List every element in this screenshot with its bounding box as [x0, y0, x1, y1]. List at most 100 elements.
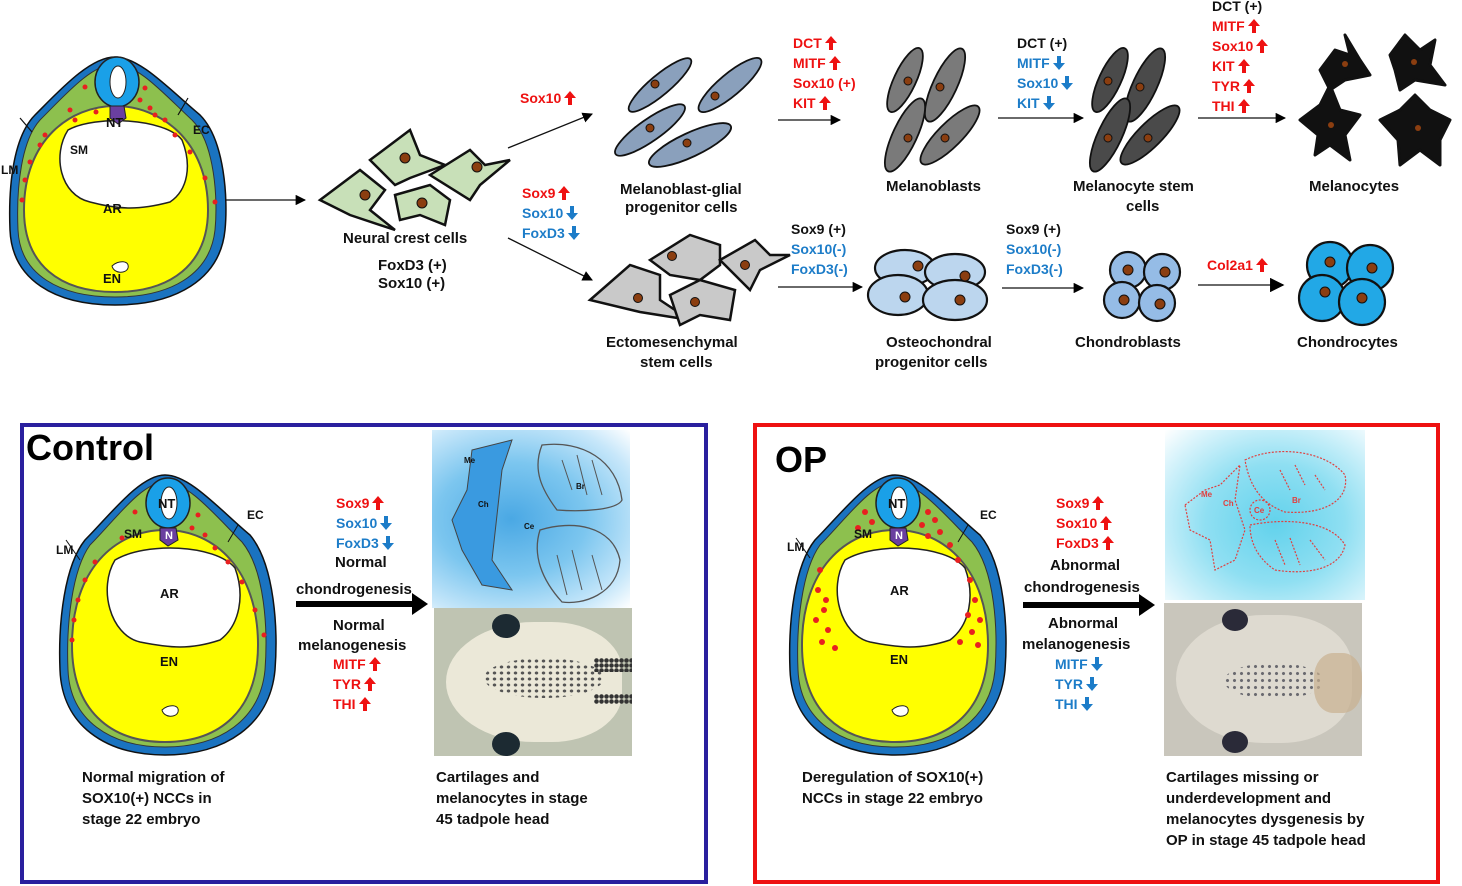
- gene-regulation-item: Col2a1: [1207, 255, 1268, 275]
- op-label-n: N: [895, 530, 903, 542]
- gene-name: Sox9: [1056, 495, 1090, 511]
- gene-name: Sox10 (+): [793, 75, 856, 91]
- melanocytes-title: Melanocytes: [1309, 178, 1400, 195]
- pathway-diagram: [317, 33, 1452, 327]
- melanocytes-illustration: [1298, 33, 1452, 167]
- gene-regulation-item: MITF: [1055, 654, 1103, 674]
- arrow-down-icon: [1052, 56, 1065, 70]
- gene-regulation-item: TYR: [1212, 76, 1268, 96]
- eye-icon: [492, 614, 520, 638]
- arrow-down-icon: [566, 206, 579, 220]
- op-label-sm: SM: [854, 527, 872, 541]
- gene-regulation-item: Sox10(-): [791, 239, 848, 259]
- gene-name: TYR: [1055, 676, 1083, 692]
- arrow-up-icon: [564, 91, 577, 105]
- melanoblast-glial-title-2: progenitor cells: [625, 199, 738, 216]
- gene-regulation-item: FoxD3: [1056, 533, 1114, 553]
- arrow-up-icon: [1092, 496, 1105, 510]
- gene-regulation-item: THI: [1212, 96, 1268, 116]
- neural-crest-marker-sox10: Sox10 (+): [378, 275, 446, 292]
- gene-regulation-item: KIT: [1017, 93, 1073, 113]
- op-embryo: [788, 474, 1007, 756]
- gene-name: MITF: [333, 656, 366, 672]
- op-caption-left-1: Deregulation of SOX10(+): [802, 769, 984, 786]
- gene-regulation-item: THI: [333, 694, 381, 714]
- gene-name: THI: [1055, 696, 1078, 712]
- gene-name: Sox9 (+): [1006, 221, 1061, 237]
- control-arrow-top-line1: Normal: [335, 554, 387, 571]
- gene-name: MITF: [1017, 55, 1050, 71]
- control-cartilage-image: Me Ch Ce Br: [432, 430, 630, 608]
- arrow-down-icon: [1086, 677, 1098, 691]
- op-caption-right-3: melanocytes dysgenesis by: [1166, 811, 1365, 828]
- gene-name: Sox10: [1017, 75, 1059, 91]
- gene-name: FoxD3: [522, 225, 565, 241]
- arrow-down-icon: [1042, 96, 1055, 110]
- arrow-down-icon: [1080, 697, 1093, 711]
- gene-regulation-item: MITF: [793, 53, 856, 73]
- gene-name: Sox10: [1212, 38, 1254, 54]
- op-panel: OP: [753, 423, 1440, 884]
- op-caption-right-4: OP in stage 45 tadpole head: [1166, 832, 1366, 849]
- gene-name: Sox10: [520, 90, 562, 106]
- chondrocytes-title: Chondrocytes: [1297, 334, 1398, 351]
- arrow-up-icon: [824, 36, 837, 50]
- gene-name: MITF: [1212, 18, 1245, 34]
- gene-regulation-item: Sox9 (+): [1006, 219, 1063, 239]
- arrow-up-icon: [368, 657, 381, 671]
- gene-regulation-item: Sox10: [520, 88, 577, 108]
- op-arrow-bottom-line1: Abnormal: [1048, 615, 1119, 632]
- control-label-ec: EC: [247, 508, 264, 522]
- control-label-br: Br: [576, 482, 585, 491]
- gene-regulation-item: KIT: [793, 93, 856, 113]
- arrow-up-icon: [828, 56, 841, 70]
- osteochondral-title-1: Osteochondral: [886, 334, 992, 351]
- gene-regulation-item: Sox10: [1056, 513, 1114, 533]
- control-caption-right-2: melanocytes in stage: [436, 790, 588, 807]
- op-title: OP: [775, 439, 828, 480]
- gene-name: Sox10: [336, 515, 378, 531]
- gene-regulation-item: MITF: [1017, 53, 1073, 73]
- gene-regulation-item: Sox10: [522, 203, 580, 223]
- gene-name: Sox9: [522, 185, 556, 201]
- neural-crest-marker-foxd3: FoxD3 (+): [378, 257, 447, 274]
- chondrocytes-illustration: [1297, 240, 1395, 327]
- ectomesenchymal-title-2: stem cells: [640, 354, 713, 371]
- melanocyte-stem-title-2: cells: [1126, 198, 1160, 215]
- gene-name: TYR: [1212, 78, 1240, 94]
- gene-regulation-item: Sox9: [1056, 493, 1114, 513]
- gene-name: DCT (+): [1212, 0, 1263, 14]
- op-label-nt: NT: [888, 496, 906, 511]
- control-label-ar: AR: [160, 586, 179, 601]
- genes-to-chondroblasts: Sox9 (+)Sox10(-)FoxD3(-): [1006, 219, 1063, 279]
- control-caption-left-1: Normal migration of: [82, 769, 225, 786]
- control-caption-right-1: Cartilages and: [436, 769, 540, 786]
- control-title: Control: [26, 427, 154, 468]
- gene-name: Sox10: [522, 205, 564, 221]
- op-label-me: Me: [1201, 490, 1213, 499]
- gene-name: DCT (+): [1017, 35, 1068, 51]
- op-label-ar: AR: [890, 583, 909, 598]
- arrow-up-icon: [1237, 59, 1250, 73]
- arrow-up-icon: [1255, 258, 1268, 272]
- ectomesenchymal-title-1: Ectomesenchymal: [606, 334, 738, 351]
- gene-name: FoxD3(-): [791, 261, 848, 277]
- gene-regulation-item: DCT (+): [1017, 33, 1073, 53]
- gene-name: THI: [1212, 98, 1235, 114]
- gene-name: KIT: [793, 95, 816, 111]
- control-arrow-bottom-line2: melanogenesis: [298, 637, 407, 654]
- neural-crest-title: Neural crest cells: [343, 230, 468, 247]
- op-big-arrow: [1023, 594, 1155, 616]
- gene-regulation-item: Sox10: [1017, 73, 1074, 93]
- control-label-n: N: [165, 530, 173, 542]
- osteochondral-cells-illustration: [866, 248, 989, 322]
- label-lm: LM: [1, 163, 19, 177]
- gene-regulation-item: KIT: [1212, 56, 1268, 76]
- op-caption-left-2: NCCs in stage 22 embryo: [802, 790, 983, 807]
- melanoblast-glial-title-1: Melanoblast-glial: [620, 181, 742, 198]
